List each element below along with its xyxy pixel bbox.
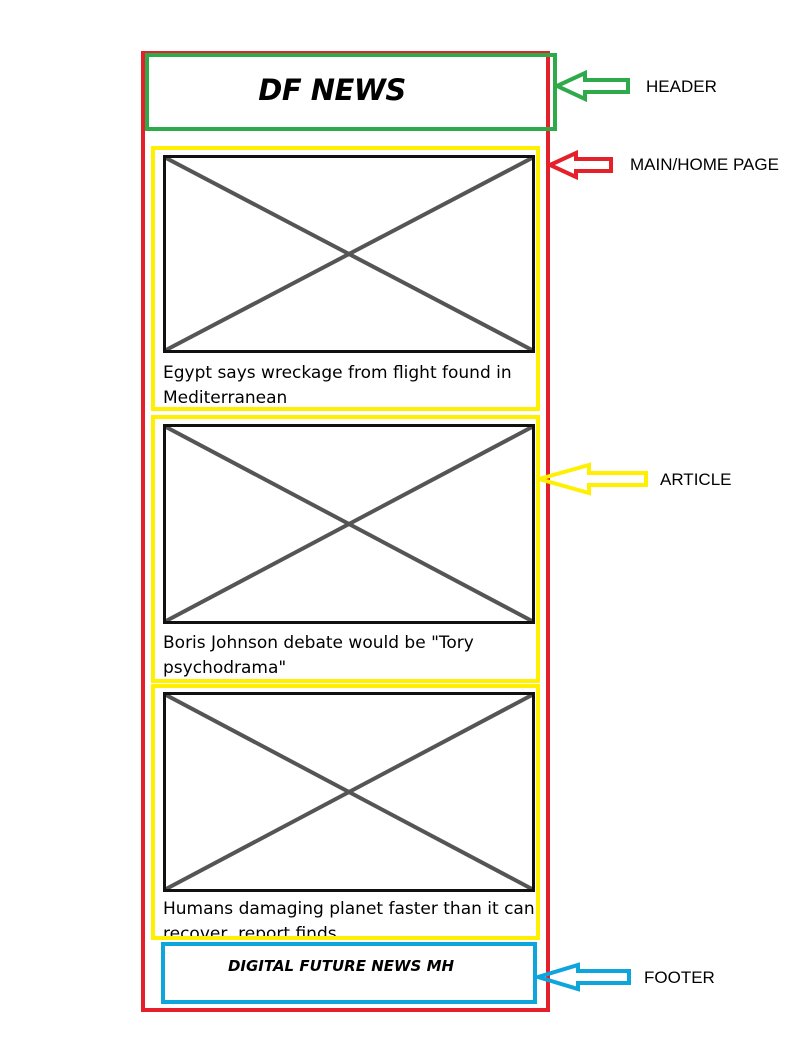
image-placeholder bbox=[163, 692, 535, 892]
article-headline: Egypt says wreckage from flight found in… bbox=[163, 363, 512, 408]
article-card: Boris Johnson debate would be "Tory psyc… bbox=[151, 415, 540, 683]
image-placeholder bbox=[163, 424, 535, 624]
footer-box bbox=[161, 942, 537, 1004]
article-label: ARTICLE bbox=[660, 470, 732, 489]
footer-text: DIGITAL FUTURE NEWS MH bbox=[227, 957, 455, 975]
image-placeholder-icon bbox=[166, 695, 532, 889]
header-arrow-icon bbox=[555, 70, 630, 102]
footer-label: FOOTER bbox=[644, 968, 715, 987]
main-label: MAIN/HOME PAGE bbox=[630, 155, 779, 174]
header-box bbox=[145, 53, 557, 131]
article-card: Egypt says wreckage from flight found in… bbox=[151, 146, 540, 411]
article-arrow-icon bbox=[537, 462, 648, 496]
header-label: HEADER bbox=[646, 77, 717, 96]
article-headline: Humans damaging planet faster than it ca… bbox=[163, 899, 535, 940]
footer-arrow-icon bbox=[536, 962, 631, 992]
main-arrow-icon bbox=[548, 150, 613, 180]
image-placeholder-icon bbox=[166, 158, 532, 350]
image-placeholder bbox=[163, 155, 535, 353]
image-placeholder-icon bbox=[166, 427, 532, 621]
article-card: Humans damaging planet faster than it ca… bbox=[151, 684, 540, 940]
header-title: DF NEWS bbox=[258, 73, 406, 107]
article-headline: Boris Johnson debate would be "Tory psyc… bbox=[163, 633, 474, 678]
